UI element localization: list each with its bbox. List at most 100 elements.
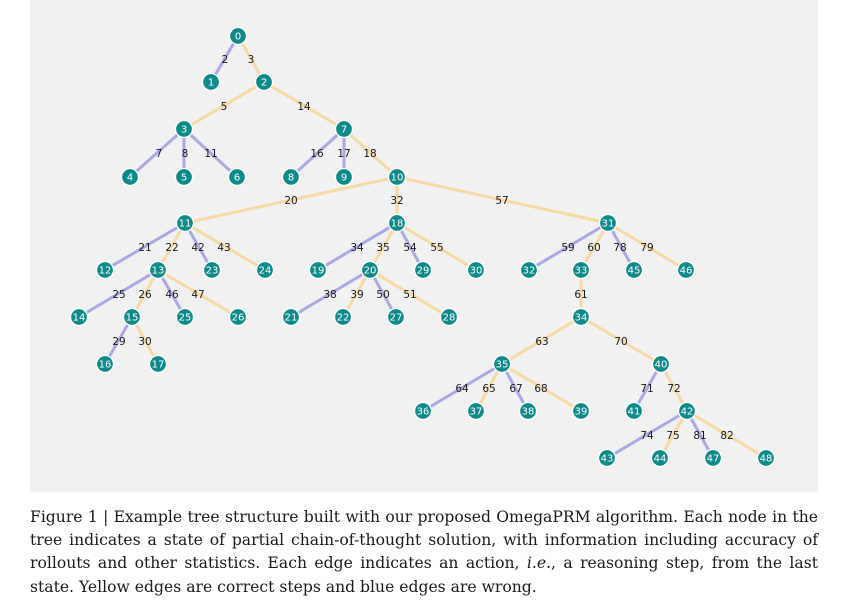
tree-node-47: 47	[703, 448, 723, 468]
edges-layer	[77, 34, 768, 460]
node-circle	[95, 354, 115, 374]
caption-text: Figure 1 | Example tree structure built …	[30, 508, 818, 573]
node-label: 28	[443, 313, 456, 324]
node-circle	[334, 119, 354, 139]
edge-label-14: 14	[297, 101, 311, 113]
node-label: 46	[680, 266, 693, 277]
node-circle	[413, 401, 433, 421]
node-label: 19	[312, 266, 325, 277]
node-label: 18	[391, 219, 404, 230]
tree-node-1: 1	[201, 72, 221, 92]
node-label: 25	[179, 313, 192, 324]
tree-node-38: 38	[518, 401, 538, 421]
node-label: 30	[470, 266, 483, 277]
tree-node-22: 22	[333, 307, 353, 327]
node-circle	[281, 307, 301, 327]
node-label: 24	[259, 266, 272, 277]
node-circle	[228, 26, 248, 46]
node-circle	[254, 72, 274, 92]
node-label: 5	[181, 173, 187, 184]
edge-label-38: 38	[323, 289, 336, 301]
edge-7-10	[342, 127, 399, 179]
tree-node-45: 45	[624, 260, 644, 280]
edge-label-35: 35	[376, 242, 389, 254]
node-circle	[255, 260, 275, 280]
edge-2-7	[262, 80, 346, 131]
node-label: 8	[288, 173, 294, 184]
tree-node-10: 10	[387, 167, 407, 187]
edge-label-81: 81	[693, 430, 706, 442]
node-circle	[387, 167, 407, 187]
tree-node-0: 0	[228, 26, 248, 46]
node-circle	[360, 260, 380, 280]
tree-node-41: 41	[624, 401, 644, 421]
edge-label-16: 16	[310, 148, 324, 160]
node-circle	[148, 354, 168, 374]
tree-node-2: 2	[254, 72, 274, 92]
edge-13-14	[77, 268, 160, 319]
node-label: 9	[341, 173, 347, 184]
node-label: 32	[523, 266, 536, 277]
tree-node-18: 18	[387, 213, 407, 233]
node-label: 44	[654, 454, 667, 465]
tree-node-36: 36	[413, 401, 433, 421]
node-circle	[571, 307, 591, 327]
tree-node-23: 23	[202, 260, 222, 280]
edge-label-50: 50	[376, 289, 389, 301]
edge-label-64: 64	[455, 383, 469, 395]
edge-label-11: 11	[204, 148, 217, 160]
edge-35-36	[421, 362, 504, 413]
node-label: 7	[341, 125, 347, 136]
tree-node-43: 43	[597, 448, 617, 468]
node-circle	[597, 448, 617, 468]
node-circle	[387, 213, 407, 233]
node-circle	[148, 260, 168, 280]
edge-label-60: 60	[587, 242, 600, 254]
node-label: 41	[628, 407, 641, 418]
node-circle	[650, 448, 670, 468]
edge-label-68: 68	[534, 383, 547, 395]
tree-node-31: 31	[598, 213, 618, 233]
edge-label-43: 43	[217, 242, 230, 254]
tree-node-12: 12	[95, 260, 115, 280]
node-label: 31	[602, 219, 615, 230]
edge-label-29: 29	[112, 336, 125, 348]
edge-11-24	[183, 221, 267, 272]
tree-node-26: 26	[228, 307, 248, 327]
tree-node-39: 39	[571, 401, 591, 421]
node-label: 4	[127, 173, 133, 184]
node-circle	[466, 260, 486, 280]
edge-label-55: 55	[430, 242, 443, 254]
node-label: 48	[760, 454, 773, 465]
node-circle	[281, 167, 301, 187]
tree-node-11: 11	[175, 213, 195, 233]
edge-label-47: 47	[191, 289, 204, 301]
tree-node-20: 20	[360, 260, 380, 280]
node-label: 23	[206, 266, 219, 277]
node-label: 45	[628, 266, 641, 277]
edge-10-31	[395, 175, 610, 225]
node-circle	[334, 167, 354, 187]
figure-caption: Figure 1 | Example tree structure built …	[30, 506, 818, 599]
node-circle	[120, 167, 140, 187]
edge-3-6	[182, 127, 239, 179]
caption-text-end: , a reasoning step, from the last state.…	[30, 554, 818, 596]
node-circle	[756, 448, 776, 468]
tree-node-29: 29	[413, 260, 433, 280]
node-label: 16	[99, 360, 112, 371]
node-circle	[69, 307, 89, 327]
node-label: 47	[707, 454, 720, 465]
node-circle	[227, 167, 247, 187]
edge-label-82: 82	[720, 430, 733, 442]
node-circle	[122, 307, 142, 327]
edge-34-35	[500, 315, 583, 366]
node-label: 21	[285, 313, 298, 324]
edge-label-5: 5	[221, 101, 228, 113]
node-circle	[598, 213, 618, 233]
tree-node-19: 19	[308, 260, 328, 280]
edge-42-48	[685, 409, 768, 460]
edge-label-26: 26	[138, 289, 152, 301]
node-circle	[624, 260, 644, 280]
edge-3-4	[128, 127, 186, 179]
